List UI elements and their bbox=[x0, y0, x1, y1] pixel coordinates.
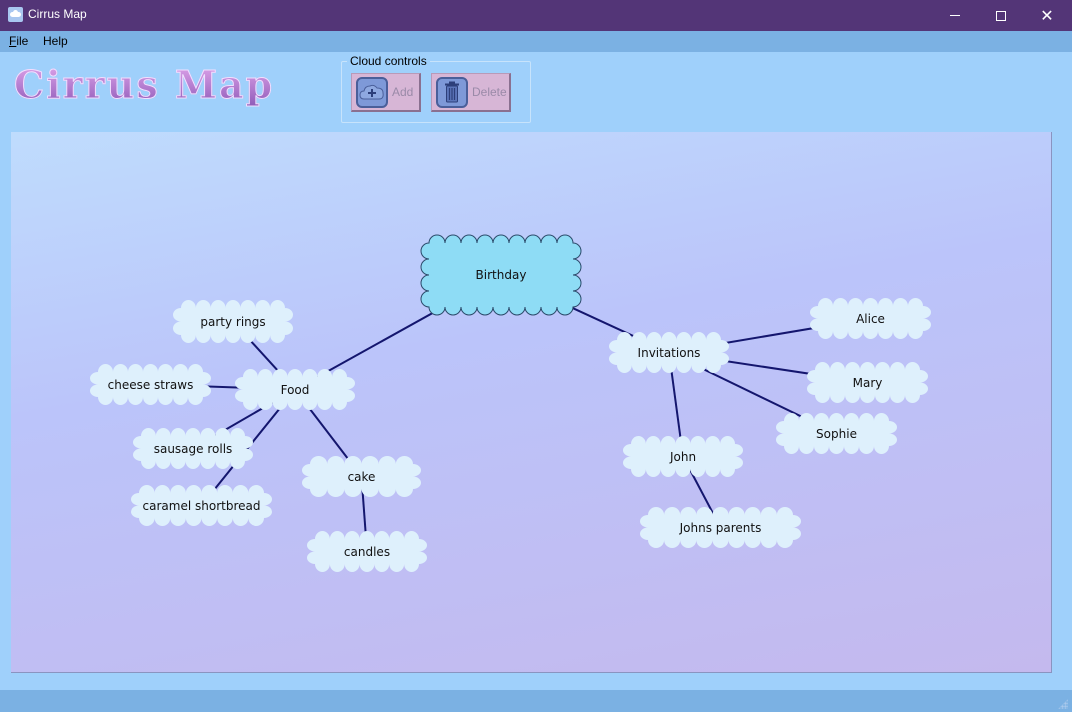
maximize-icon bbox=[996, 10, 1006, 21]
cloud-node-candles[interactable]: candles bbox=[307, 531, 427, 572]
cloud-label: John bbox=[669, 449, 697, 464]
cloud-node-john[interactable]: John bbox=[623, 436, 743, 477]
root-cloud-outline bbox=[420, 234, 582, 316]
cloud-label: cake bbox=[347, 469, 376, 484]
cloud-outline bbox=[173, 300, 293, 343]
cloud-outline bbox=[235, 369, 355, 410]
cloud-controls-label: Cloud controls bbox=[347, 54, 430, 68]
cloud-shape bbox=[173, 300, 293, 343]
cloud-shape bbox=[420, 234, 582, 316]
cloud-node-cake[interactable]: cake bbox=[302, 456, 421, 497]
cloud-label: Mary bbox=[852, 375, 883, 390]
cloud-label: candles bbox=[343, 544, 391, 559]
menu-file[interactable]: File bbox=[9, 34, 28, 48]
title-bar: Cirrus Map ✕ bbox=[0, 0, 1072, 31]
cloud-outline bbox=[776, 413, 897, 454]
cloud-node-sausage-rolls[interactable]: sausage rolls bbox=[133, 428, 253, 469]
cloud-shape bbox=[131, 485, 272, 526]
cloud-outline bbox=[133, 428, 253, 469]
cloud-shape bbox=[810, 298, 931, 339]
delete-cloud-button[interactable]: Delete bbox=[431, 73, 511, 112]
cloud-label: Alice bbox=[856, 311, 885, 326]
cloud-outline bbox=[807, 362, 928, 403]
cloud-shape bbox=[640, 507, 801, 548]
cloud-label: Johns parents bbox=[679, 520, 762, 535]
trash-icon bbox=[436, 76, 468, 108]
cloud-node-birthday[interactable]: Birthday bbox=[420, 234, 582, 316]
delete-label: Delete bbox=[472, 85, 507, 99]
resize-grip-icon[interactable] bbox=[1058, 699, 1068, 709]
minimize-icon bbox=[950, 15, 960, 16]
minimize-button[interactable] bbox=[932, 0, 978, 31]
cloud-shape bbox=[90, 364, 211, 405]
cloud-outline bbox=[609, 332, 729, 373]
cloud-shape bbox=[807, 362, 928, 403]
cloud-node-mary[interactable]: Mary bbox=[807, 362, 928, 403]
cloud-label: Sophie bbox=[816, 426, 857, 441]
add-label: Add bbox=[392, 85, 414, 99]
cloud-node-sophie[interactable]: Sophie bbox=[776, 413, 897, 454]
menu-bar: File Help bbox=[0, 31, 1072, 52]
cloud-controls-group bbox=[341, 61, 531, 123]
cloud-shape bbox=[776, 413, 897, 454]
maximize-button[interactable] bbox=[978, 0, 1024, 31]
cloud-shape bbox=[307, 531, 427, 572]
cloud-node-alice[interactable]: Alice bbox=[810, 298, 931, 339]
menu-file-mnemonic: F bbox=[9, 34, 17, 48]
cloud-outline bbox=[90, 364, 211, 405]
mind-map-canvas[interactable]: Birthday Food party rings cheese straws … bbox=[11, 132, 1052, 673]
cloud-node-caramel-shortbread[interactable]: caramel shortbread bbox=[131, 485, 272, 526]
cloud-outline bbox=[810, 298, 931, 339]
cloud-shape bbox=[235, 369, 355, 410]
cloud-node-invitations[interactable]: Invitations bbox=[609, 332, 729, 373]
cloud-node-party-rings[interactable]: party rings bbox=[173, 300, 293, 343]
cloud-outline bbox=[623, 436, 743, 477]
cloud-outline bbox=[640, 507, 801, 548]
cloud-shape bbox=[609, 332, 729, 373]
cloud-app-icon bbox=[8, 7, 23, 22]
close-button[interactable]: ✕ bbox=[1024, 0, 1070, 31]
cloud-label: Invitations bbox=[637, 345, 701, 360]
cloud-shape bbox=[302, 456, 421, 497]
cloud-shape bbox=[623, 436, 743, 477]
add-cloud-button[interactable]: Add bbox=[351, 73, 421, 112]
cloud-shape bbox=[133, 428, 253, 469]
cloud-node-johns-parents[interactable]: Johns parents bbox=[640, 507, 801, 548]
cloud-label: party rings bbox=[200, 314, 266, 329]
cloud-label: caramel shortbread bbox=[142, 498, 261, 513]
cloud-outline bbox=[302, 456, 421, 497]
cloud-label: Birthday bbox=[475, 268, 527, 282]
app-logo: Cirrus Map bbox=[13, 62, 275, 108]
menu-file-rest: ile bbox=[16, 34, 29, 48]
cloud-label: cheese straws bbox=[107, 377, 194, 392]
menu-help[interactable]: Help bbox=[43, 34, 68, 48]
cloud-node-cheese-straws[interactable]: cheese straws bbox=[90, 364, 211, 405]
cloud-node-food[interactable]: Food bbox=[235, 369, 355, 410]
cloud-outline bbox=[307, 531, 427, 572]
cloud-plus-icon bbox=[356, 76, 388, 108]
cloud-outline bbox=[131, 485, 272, 526]
window-title: Cirrus Map bbox=[28, 7, 87, 21]
close-icon: ✕ bbox=[1040, 6, 1054, 25]
status-bar bbox=[0, 690, 1072, 712]
cloud-label: sausage rolls bbox=[153, 441, 233, 456]
cloud-label: Food bbox=[280, 382, 310, 397]
